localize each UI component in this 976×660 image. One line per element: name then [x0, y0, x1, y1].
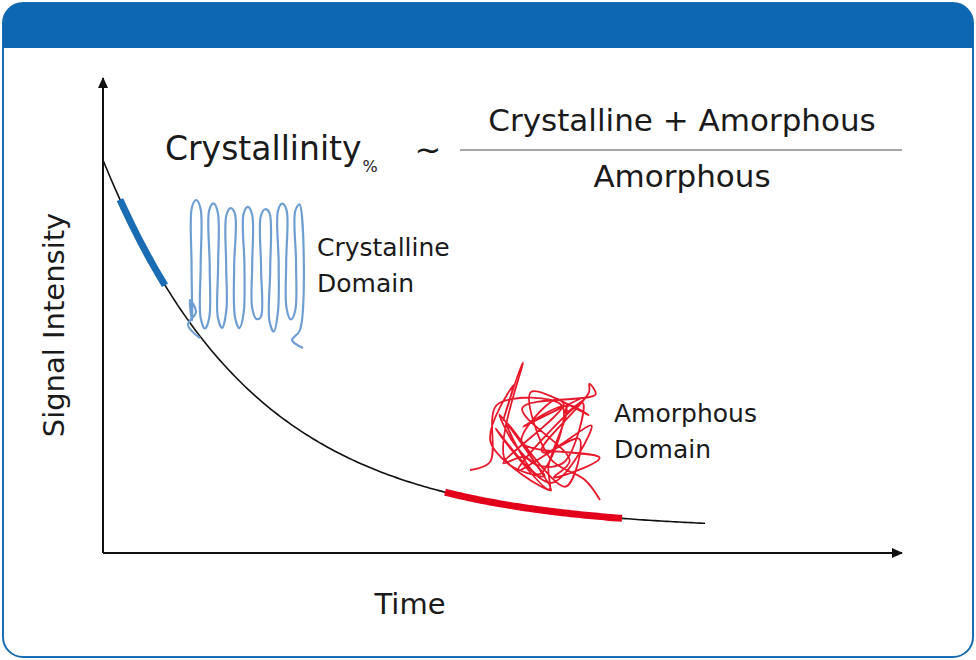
- y-axis: [102, 78, 104, 553]
- formula-subscript: %: [363, 158, 378, 176]
- x-axis: [103, 552, 902, 554]
- formula-denominator: Amorphous: [593, 159, 770, 195]
- crystalline-chain: [188, 200, 304, 348]
- header-bar: [3, 3, 973, 48]
- amorphous-chain: [470, 363, 600, 500]
- domain-label: Amorphous Domain: [614, 396, 764, 469]
- domain-label: Crystalline Domain: [317, 230, 467, 303]
- formula-numerator: Crystalline + Amorphous: [488, 103, 876, 139]
- fraction-line: [460, 149, 902, 151]
- axis-label: Signal Intensity: [38, 213, 71, 438]
- decay-curve: [103, 160, 705, 523]
- formula-term: Crystallinity: [165, 130, 362, 168]
- panel-frame: [3, 3, 973, 657]
- formula-symbol: ~: [415, 132, 442, 169]
- amorphous-segment: [445, 492, 622, 518]
- axis-label: Time: [375, 588, 446, 621]
- crystalline-segment: [120, 200, 165, 286]
